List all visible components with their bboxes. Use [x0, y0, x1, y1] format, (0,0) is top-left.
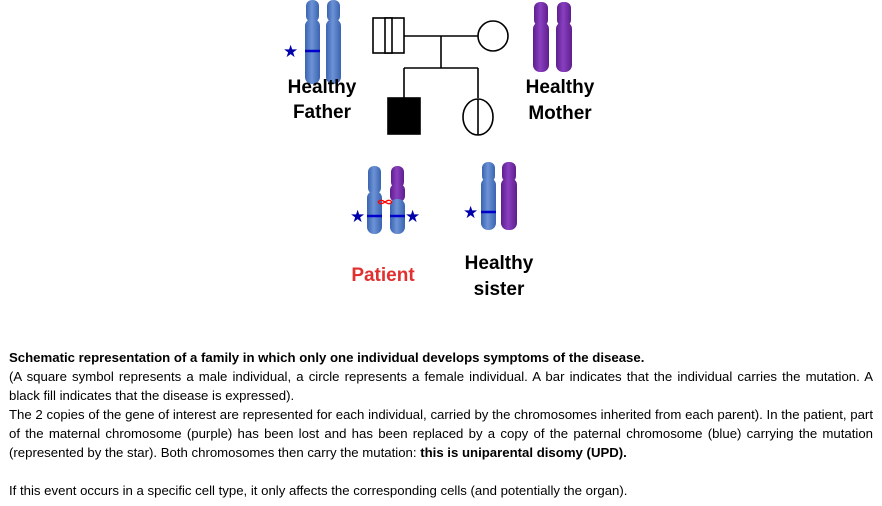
patient-affected-symbol	[387, 97, 421, 135]
mother-label-line1: Healthy	[526, 77, 595, 98]
patient-star-left-icon: ★	[350, 207, 365, 227]
pedigree-lines	[403, 35, 479, 98]
patient-star-right-icon: ★	[405, 207, 420, 227]
mother-label-line2: Mother	[528, 103, 592, 124]
father-label-line1: Healthy	[288, 77, 357, 98]
sister-star-icon: ★	[463, 203, 478, 223]
sister-label-line2: sister	[474, 279, 525, 300]
caption-spacer	[9, 462, 873, 481]
father-carrier-symbol	[372, 17, 405, 54]
father-label-line2: Father	[293, 102, 352, 123]
mother-chromosomes	[533, 2, 572, 72]
caption-title: Schematic representation of a family in …	[9, 350, 645, 365]
sister-carrier-symbol	[462, 98, 494, 136]
caption-paragraph-cell-type: If this event occurs in a specific cell …	[9, 483, 628, 498]
caption-upd-text: The 2 copies of the gene of interest are…	[9, 407, 873, 460]
sister-chromosomes	[481, 162, 517, 230]
caption-upd-bold: this is uniparental disomy (UPD).	[420, 445, 627, 460]
caption-paragraph-upd: The 2 copies of the gene of interest are…	[9, 405, 873, 462]
patient-label: Patient	[351, 265, 415, 286]
pedigree-diagram: ★ ★ ★ ★ Healthy Father Healthy Mother Pa…	[283, 0, 595, 300]
caption-paragraph-symbols: (A square symbol represents a male indiv…	[9, 369, 873, 403]
father-star-icon: ★	[283, 42, 298, 62]
patient-chromosomes	[367, 166, 405, 234]
figure-caption: Schematic representation of a family in …	[9, 348, 873, 500]
father-chromosomes	[305, 0, 341, 84]
crossover-mark	[377, 199, 393, 205]
sister-label-line1: Healthy	[465, 253, 534, 274]
mother-symbol	[477, 20, 509, 52]
